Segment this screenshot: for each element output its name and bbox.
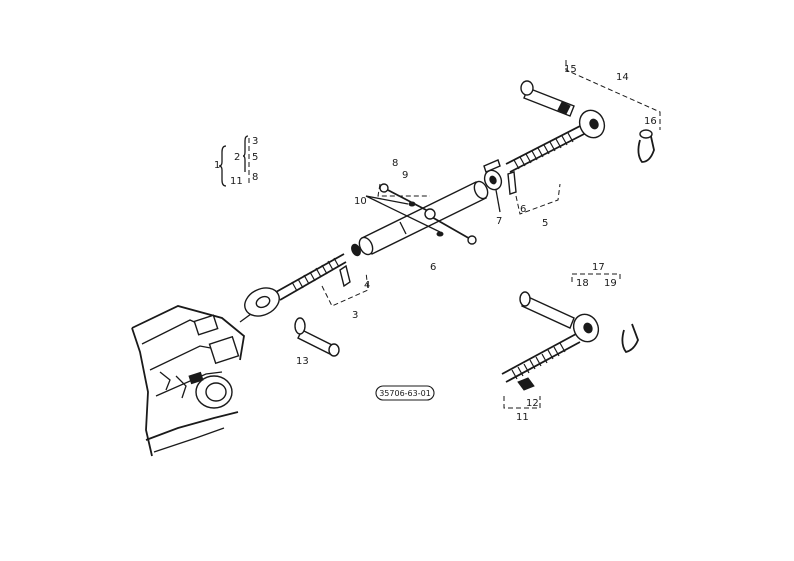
nut-7 — [483, 159, 503, 213]
group-8-bracket — [377, 183, 430, 197]
tractor-detail-1 — [159, 371, 171, 391]
assembly-legend: 1 2 11 3 5 8 — [214, 135, 258, 187]
legend-item-8: 8 — [252, 172, 258, 183]
group-14-bracket — [565, 60, 661, 130]
left-rod-thread — [291, 257, 340, 292]
callout-7-leader — [495, 189, 501, 213]
reference-code-box: 35706-63-01 — [375, 385, 435, 401]
center-tube-nut — [351, 243, 361, 257]
callout-12: 12 — [526, 398, 539, 409]
right-rod-bottom — [509, 131, 589, 173]
tractor-block — [188, 371, 204, 385]
pin-15-head — [520, 80, 534, 96]
reference-code-frame — [375, 385, 435, 401]
center-tube-right-end — [473, 180, 489, 200]
tractor-mount — [208, 335, 240, 365]
left-rod-pin-4 — [339, 264, 351, 288]
callout-15: 15 — [564, 64, 577, 75]
right-rod-thread — [513, 132, 574, 170]
callout-19: 19 — [604, 278, 617, 289]
callout-7: 7 — [496, 216, 502, 227]
center-tube — [351, 180, 489, 257]
handle-knob-top — [379, 183, 389, 193]
tractor-hub-inner — [205, 382, 227, 402]
callout-10-leader — [365, 195, 441, 233]
nut-7-hole — [489, 175, 497, 185]
handle-bottom-rod — [429, 215, 473, 241]
tractor-bracket — [193, 314, 219, 336]
clip-16 — [637, 129, 655, 163]
group-5-bracket — [515, 183, 561, 215]
left-rod-eye-hole — [255, 295, 271, 309]
left-rod-bottom — [279, 261, 347, 301]
replacement-rod-eye-hole — [583, 322, 593, 334]
callout-4: 4 — [364, 280, 370, 291]
clip-16-loop — [637, 131, 655, 163]
callout-11: 11 — [516, 412, 529, 423]
legend-item-2: 2 — [234, 152, 240, 163]
pin-13-head — [294, 317, 306, 335]
replacement-rod-thread — [511, 342, 566, 380]
callout-16: 16 — [644, 116, 657, 127]
legend-item-3: 3 — [252, 136, 258, 147]
callout-10: 10 — [354, 196, 367, 207]
legend-item-11: 11 — [230, 176, 243, 187]
replacement-rod-top — [501, 333, 577, 375]
center-tube-mark — [399, 221, 407, 235]
handle-knob-bottom — [467, 235, 477, 245]
tractor-lower-edge — [155, 371, 223, 397]
callout-labels: 3 4 5 6 6 7 8 9 10 11 12 13 14 15 16 17 … — [296, 64, 657, 423]
pin-18-head — [519, 291, 531, 307]
tractor-detail-2 — [175, 375, 187, 399]
callout-6-pin: 6 — [520, 204, 526, 215]
handle-assembly — [365, 183, 477, 245]
left-rod-end-assembly — [244, 253, 369, 317]
clip-16-eye — [639, 129, 653, 139]
pin-13-clip — [328, 343, 340, 357]
pin-12 — [517, 377, 535, 391]
group-17-bracket — [571, 273, 621, 282]
tractor-base-edge-2 — [153, 427, 225, 453]
handle-joint — [424, 208, 436, 220]
callout-9: 9 — [402, 170, 408, 181]
center-tube-left-end — [358, 236, 374, 256]
callout-17: 17 — [592, 262, 605, 273]
right-rod-end-assembly — [505, 109, 606, 215]
clip-10a — [408, 201, 416, 207]
tractor-top-edge — [131, 305, 245, 361]
nut-7-tab — [483, 159, 501, 173]
callout-14: 14 — [616, 72, 629, 83]
center-tube-body — [360, 181, 488, 255]
pin-13 — [294, 317, 340, 357]
clip-19-loop — [621, 323, 639, 354]
tractor-base-edge — [145, 411, 239, 441]
legend-assembly-1: 1 — [214, 160, 220, 171]
pin-15 — [520, 80, 575, 117]
group-3-bracket — [321, 271, 369, 307]
right-rod-eye-hole — [589, 118, 599, 130]
tractor-body — [131, 305, 263, 457]
legend-item-5: 5 — [252, 152, 258, 163]
callout-18: 18 — [576, 278, 589, 289]
legend-bracket-inner — [242, 135, 249, 172]
replacement-rod-bottom — [505, 341, 581, 383]
right-rod-top — [505, 123, 585, 165]
legend-bracket-outer — [218, 145, 227, 187]
right-rod-pin-6 — [507, 171, 517, 195]
callout-5: 5 — [542, 218, 548, 229]
callout-8: 8 — [392, 158, 398, 169]
handle-top-rod — [383, 187, 431, 213]
tractor-left-edge — [131, 327, 153, 457]
callout-13: 13 — [296, 356, 309, 367]
reference-code-text: 35706-63-01 — [379, 389, 431, 398]
callout-3: 3 — [352, 310, 358, 321]
pin-15-groove — [557, 101, 571, 115]
clip-10b — [436, 231, 444, 237]
replacement-rod-end-assembly — [501, 273, 639, 409]
callout-6-tube: 6 — [430, 262, 436, 273]
